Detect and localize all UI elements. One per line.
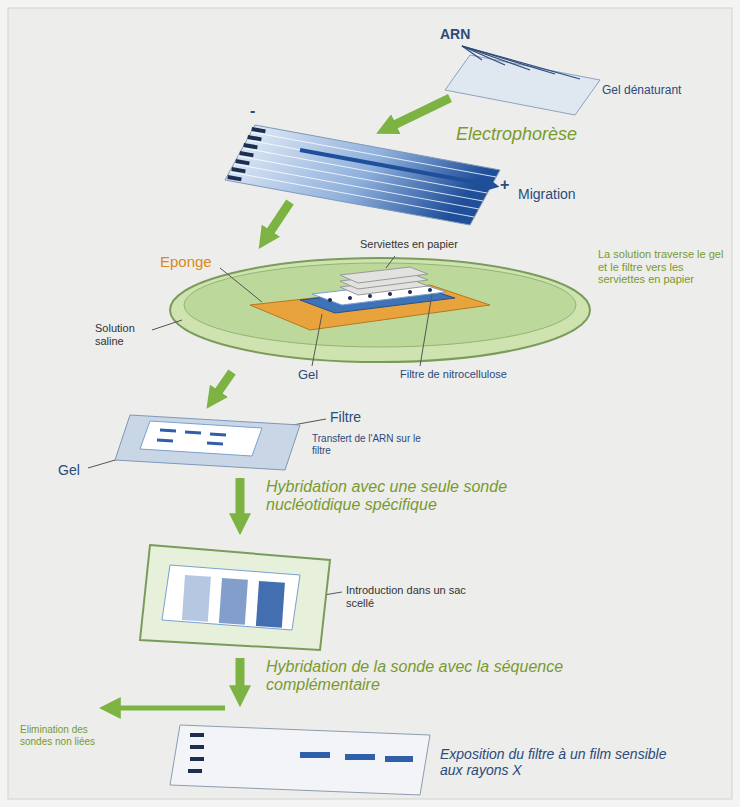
step-label: Transfert de l'ARN sur le filtre	[312, 433, 432, 456]
xray-film	[170, 725, 430, 795]
step-arrow	[388, 98, 450, 128]
step-arrow	[266, 202, 290, 238]
denaturing-gel	[445, 46, 600, 115]
step-label: Eponge	[160, 253, 212, 270]
step-label: Gel dénaturant	[602, 84, 681, 98]
step-label: Migration	[518, 186, 576, 202]
step-label: Elimination des sondes non liées	[20, 724, 118, 747]
step-label: Filtre	[330, 409, 361, 425]
step-arrow	[236, 478, 245, 522]
step-label: ARN	[440, 26, 470, 42]
step-label: -	[250, 102, 255, 120]
step-label: La solution traverse le gel et le filtre…	[598, 248, 728, 286]
step-label: Introduction dans un sac scellé	[346, 584, 476, 609]
sealed-bag	[140, 545, 330, 650]
step-label: Filtre de nitrocellulose	[400, 368, 507, 381]
step-arrow	[236, 658, 245, 694]
leader-lines	[88, 256, 432, 596]
step-label: Hybridation avec une seule sonde nucléot…	[266, 478, 556, 515]
step-label: +	[500, 176, 509, 194]
step-label: Exposition du filtre à un film sensible …	[440, 746, 680, 778]
step-label: Gel	[298, 368, 318, 383]
step-label: Serviettes en papier	[360, 238, 458, 251]
filter-tray	[115, 415, 300, 470]
step-label: Solution saline	[95, 322, 155, 347]
side-arrow	[112, 706, 225, 711]
frame	[8, 8, 732, 799]
step-label: Electrophorèse	[456, 124, 577, 145]
step-label: Hybridation de la sonde avec la séquence…	[266, 658, 586, 695]
step-label: Gel	[58, 462, 80, 478]
step-arrow	[214, 372, 232, 398]
transfer-dish	[170, 258, 590, 362]
